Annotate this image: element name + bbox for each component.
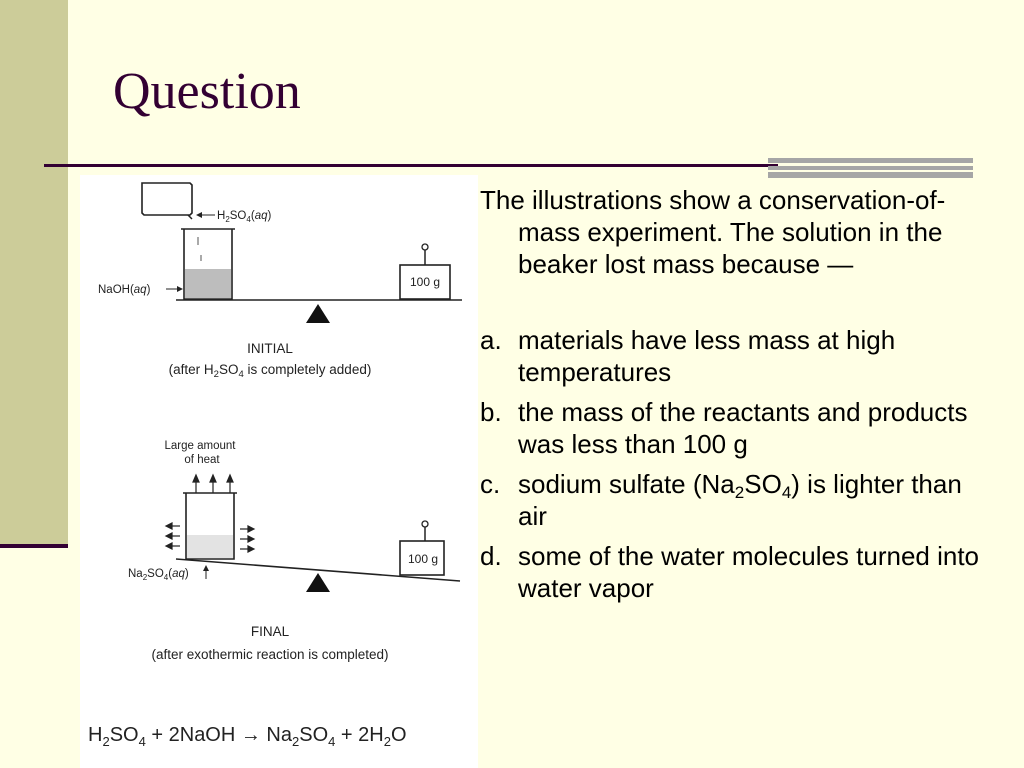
final-fulcrum [306, 573, 330, 592]
option-text: materials have less mass at high tempera… [518, 325, 896, 387]
na2so4-solution [187, 535, 233, 558]
option-letter: c. [480, 469, 501, 499]
initial-beaker-label: NaOH(aq) [98, 284, 151, 296]
final-weight [399, 540, 445, 576]
option-text: some of the water molecules turned into … [518, 541, 980, 603]
final-weight-label: 100 g [408, 552, 438, 566]
heat-label-line1: Large amount [165, 440, 237, 452]
final-balance-beam [175, 558, 461, 582]
title-divider [44, 164, 778, 167]
experiment-illustration: H2SO4(aq) NaOH(aq) 100 g INITIAL (after … [80, 175, 478, 768]
option-letter: a. [480, 325, 502, 355]
initial-beaker [183, 229, 233, 300]
arrow-head [177, 286, 183, 292]
slide-title: Question [113, 63, 301, 120]
question-prompt: The illustrations show a conservation-of… [480, 185, 946, 279]
initial-weight-label: 100 g [410, 275, 440, 289]
option-letter: d. [480, 541, 502, 571]
heat-label-line2: of heat [184, 454, 220, 466]
arrow-head [203, 565, 209, 571]
side-heat-arrows [164, 522, 256, 553]
question-text-block: The illustrations show a conservation-of… [480, 184, 980, 612]
initial-fulcrum [306, 304, 330, 323]
initial-caption-subtitle: (after H2SO4 is completely added) [169, 362, 372, 380]
final-beaker-label: Na2SO4(aq) [128, 568, 189, 582]
arrow-head [196, 212, 202, 218]
answer-options: a. materials have less mass at high temp… [480, 324, 980, 604]
initial-caption-title: INITIAL [247, 341, 293, 356]
weight-ring [421, 520, 429, 528]
initial-weight [399, 264, 451, 300]
answer-option-a[interactable]: a. materials have less mass at high temp… [480, 324, 980, 388]
corner-bar [768, 158, 973, 163]
heat-arrows [192, 473, 234, 493]
container-spout [187, 214, 193, 220]
corner-bar [768, 172, 973, 178]
corner-bar [768, 166, 973, 170]
reagent-container [141, 182, 193, 216]
left-decorative-band [0, 0, 68, 547]
option-text: the mass of the reactants and products w… [518, 397, 968, 459]
answer-option-d[interactable]: d. some of the water molecules turned in… [480, 540, 980, 604]
final-beaker [185, 493, 235, 560]
final-caption-title: FINAL [251, 624, 290, 639]
left-band-rule [0, 544, 68, 548]
experiment-svg: H2SO4(aq) NaOH(aq) 100 g INITIAL (after … [88, 182, 462, 749]
reagent-label: H2SO4(aq) [217, 210, 271, 224]
weight-ring [421, 243, 429, 251]
final-setup: Large amount of heat Na2SO4(aq) [128, 440, 461, 662]
final-caption-subtitle: (after exothermic reaction is completed) [151, 647, 388, 662]
naoh-solution [185, 269, 231, 298]
initial-setup: H2SO4(aq) NaOH(aq) 100 g INITIAL (after … [98, 182, 462, 380]
answer-option-b[interactable]: b. the mass of the reactants and product… [480, 396, 980, 460]
reaction-equation: H2SO4 + 2NaOH → Na2SO4 + 2H2O [88, 724, 407, 749]
answer-option-c[interactable]: c. sodium sulfate (Na2SO4) is lighter th… [480, 468, 980, 532]
option-text: sodium sulfate (Na2SO4) is lighter than … [518, 469, 962, 531]
option-letter: b. [480, 397, 502, 427]
corner-decorative-bars [768, 158, 973, 178]
